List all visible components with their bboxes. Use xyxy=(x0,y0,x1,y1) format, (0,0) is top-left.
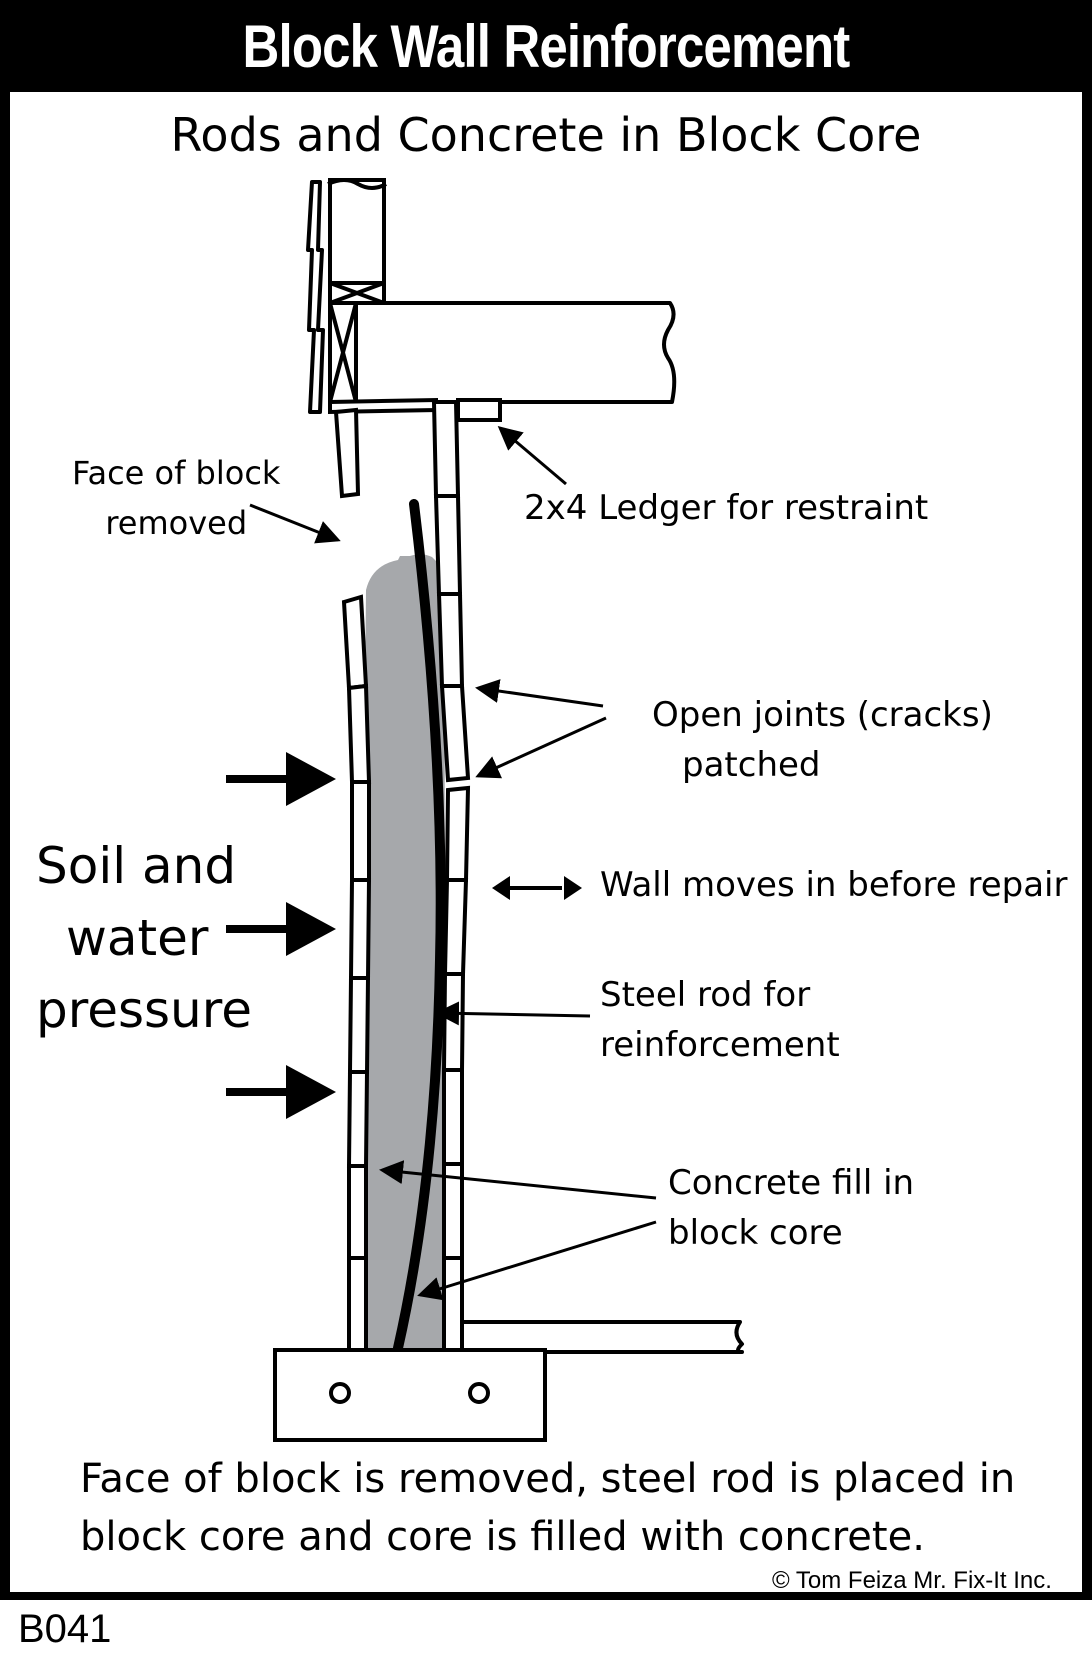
floor-joist xyxy=(354,301,677,404)
figure-code: B041 xyxy=(18,1607,112,1651)
label-wall-moves: Wall moves in before repair xyxy=(600,865,1068,905)
caption-line1: Face of block is removed, steel rod is p… xyxy=(80,1456,1016,1502)
floor-slab xyxy=(460,1320,744,1354)
inner-block-column xyxy=(431,400,471,1352)
caption-line2: block core and core is filled with concr… xyxy=(80,1514,925,1560)
label-concrete-fill-line1: Concrete fill in xyxy=(668,1163,915,1203)
figure-title: Block Wall Reinforcement xyxy=(242,12,851,80)
title-bar: Block Wall Reinforcement xyxy=(0,0,1092,92)
removed-face-remnant xyxy=(333,407,361,499)
label-soil-pressure: Soil and water pressure xyxy=(36,830,252,1046)
label-face-removed: Face of block removed xyxy=(72,448,280,548)
label-steel-rod-line2: reinforcement xyxy=(600,1025,840,1065)
steel-rod xyxy=(393,499,446,1353)
siding xyxy=(306,180,325,414)
label-concrete-fill: Concrete fill in block core xyxy=(668,1158,914,1258)
label-soil-pressure-line3: pressure xyxy=(36,981,252,1039)
label-concrete-fill-line2: block core xyxy=(668,1213,843,1253)
soil-pressure-arrows xyxy=(226,752,336,1119)
figure-caption: Face of block is removed, steel rod is p… xyxy=(80,1450,1015,1566)
ledger-board xyxy=(456,398,502,422)
leader-arrows xyxy=(249,426,657,1301)
outer-block-column xyxy=(341,594,372,1352)
label-face-removed-line1: Face of block xyxy=(72,454,281,492)
label-steel-rod-line1: Steel rod for xyxy=(600,975,811,1015)
label-face-removed-line2: removed xyxy=(105,504,248,542)
sill-plate xyxy=(328,281,386,404)
concrete-fill xyxy=(361,554,445,1350)
label-open-joints: Open joints (cracks) patched xyxy=(652,690,993,790)
copyright-notice: © Tom Feiza Mr. Fix-It Inc. xyxy=(772,1567,1052,1594)
footing xyxy=(273,1348,547,1442)
label-ledger: 2x4 Ledger for restraint xyxy=(524,488,929,528)
label-steel-rod: Steel rod for reinforcement xyxy=(600,970,840,1070)
wall-moves-double-arrow xyxy=(492,876,582,900)
label-soil-pressure-line1: Soil and xyxy=(36,837,237,895)
label-open-joints-line1: Open joints (cracks) xyxy=(652,695,993,735)
label-open-joints-line2: patched xyxy=(682,745,821,785)
label-soil-pressure-line2: water xyxy=(66,909,209,967)
figure-subtitle: Rods and Concrete in Block Core xyxy=(170,108,922,162)
